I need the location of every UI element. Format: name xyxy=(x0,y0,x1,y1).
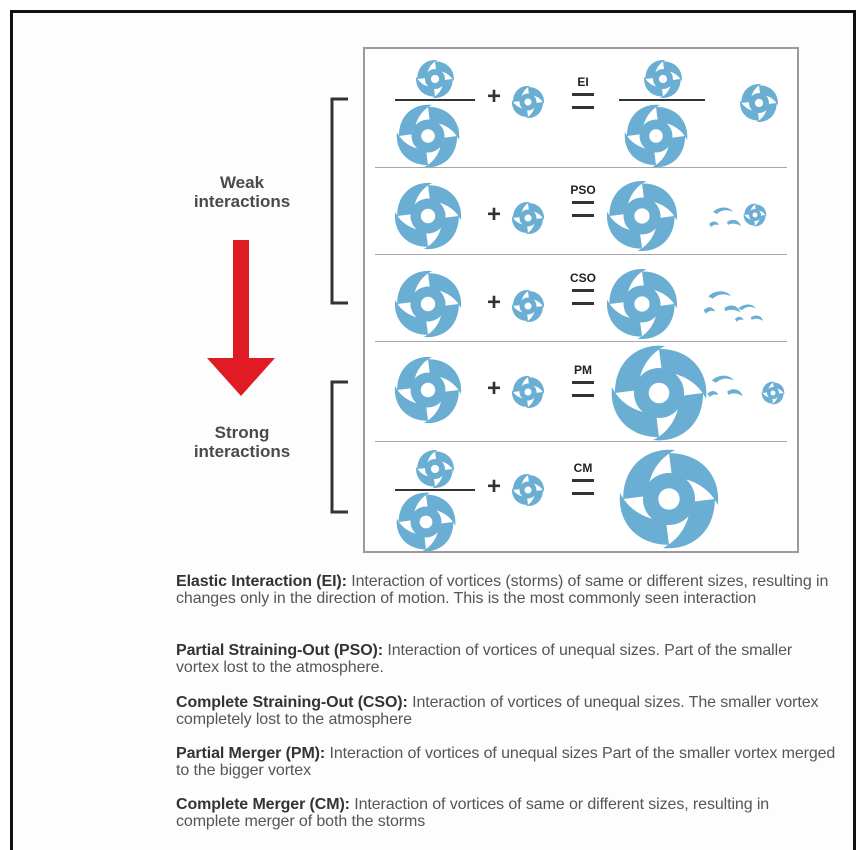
definition-term: Partial Straining-Out (PSO): xyxy=(176,642,383,659)
fraction-line xyxy=(619,99,705,101)
arrow-down-icon xyxy=(207,240,275,396)
fraction-line xyxy=(395,489,475,491)
plus-sign: + xyxy=(487,375,502,402)
definition-text: Interaction of vortices of unequal sizes… xyxy=(176,694,819,728)
plus-sign: + xyxy=(487,473,502,500)
equals-sign xyxy=(572,289,594,305)
tag-pm: PM xyxy=(574,363,592,377)
definition-term: Complete Merger (CM): xyxy=(176,796,350,813)
cyclone-icon xyxy=(394,270,462,338)
strong-interactions-label: Strong interactions xyxy=(193,423,291,461)
fraction-line xyxy=(395,99,475,101)
cyclone-icon xyxy=(511,375,545,409)
tag-pso: PSO xyxy=(570,183,596,197)
cyclone-icon xyxy=(396,104,460,168)
cyclone-icon xyxy=(416,60,454,98)
plus-sign: + xyxy=(487,289,502,316)
definition-text: Interaction of vortices (storms) of same… xyxy=(176,573,829,607)
definition-text: Interaction of vortices of same or diffe… xyxy=(176,796,770,830)
definition-text: Interaction of vortices of unequal sizes… xyxy=(176,642,793,676)
vortex-fragment-icon xyxy=(707,375,743,398)
definition-pso: Partial Straining-Out (PSO): Interaction… xyxy=(176,642,836,676)
plus-sign: + xyxy=(487,201,502,228)
definition-text: Interaction of vortices of unequal sizes… xyxy=(176,745,836,779)
row-cm: + CM xyxy=(365,443,797,552)
tag-ei: EI xyxy=(577,75,589,89)
cyclone-icon xyxy=(624,104,688,168)
equals-sign xyxy=(572,201,594,217)
definition-term: Partial Merger (PM): xyxy=(176,745,326,762)
row-cso: + CSO xyxy=(365,257,797,355)
weak-interactions-label: Weak interactions xyxy=(193,173,291,211)
cyclone-icon xyxy=(511,473,545,507)
cyclone-icon xyxy=(511,289,545,323)
vortex-fragment-icon xyxy=(709,207,741,227)
cyclone-icon xyxy=(644,60,682,98)
cyclone-icon xyxy=(394,182,462,250)
cyclone-icon xyxy=(511,85,545,119)
cyclone-icon xyxy=(394,356,462,424)
definition-cm: Complete Merger (CM): Interaction of vor… xyxy=(176,796,836,830)
tag-cso: CSO xyxy=(569,271,596,285)
definition-term: Elastic Interaction (EI): xyxy=(176,573,347,590)
cyclone-icon xyxy=(606,180,678,252)
weak-bracket xyxy=(330,97,348,305)
row-ei: + EI xyxy=(365,57,797,168)
plus-sign: + xyxy=(487,83,502,110)
cyclone-icon xyxy=(740,84,778,122)
row-separator xyxy=(375,441,787,442)
equals-sign xyxy=(572,93,594,109)
definition-pm: Partial Merger (PM): Interaction of vort… xyxy=(176,745,836,779)
equals-sign xyxy=(572,479,594,495)
row-separator xyxy=(375,341,787,342)
vortex-fragment-icon xyxy=(734,304,764,322)
definition-term: Complete Straining-Out (CSO): xyxy=(176,694,408,711)
cyclone-icon xyxy=(611,345,707,441)
interactions-panel: + EI + PSO + CSO + PM xyxy=(363,47,799,553)
definition-ei: Elastic Interaction (EI): Interaction of… xyxy=(176,573,836,607)
cyclone-icon xyxy=(619,449,719,549)
row-separator xyxy=(375,167,787,168)
definition-cso: Complete Straining-Out (CSO): Interactio… xyxy=(176,694,836,728)
cyclone-icon xyxy=(761,381,785,405)
cyclone-icon xyxy=(606,268,678,340)
tag-cm: CM xyxy=(573,461,593,475)
equals-sign xyxy=(572,381,594,397)
cyclone-icon xyxy=(396,492,456,552)
cyclone-icon xyxy=(743,203,767,227)
cyclone-icon xyxy=(416,450,454,488)
row-pm: + PM xyxy=(365,343,797,441)
row-separator xyxy=(375,254,787,255)
row-pso: + PSO xyxy=(365,169,797,267)
strong-bracket xyxy=(330,380,348,514)
cyclone-icon xyxy=(511,201,545,235)
